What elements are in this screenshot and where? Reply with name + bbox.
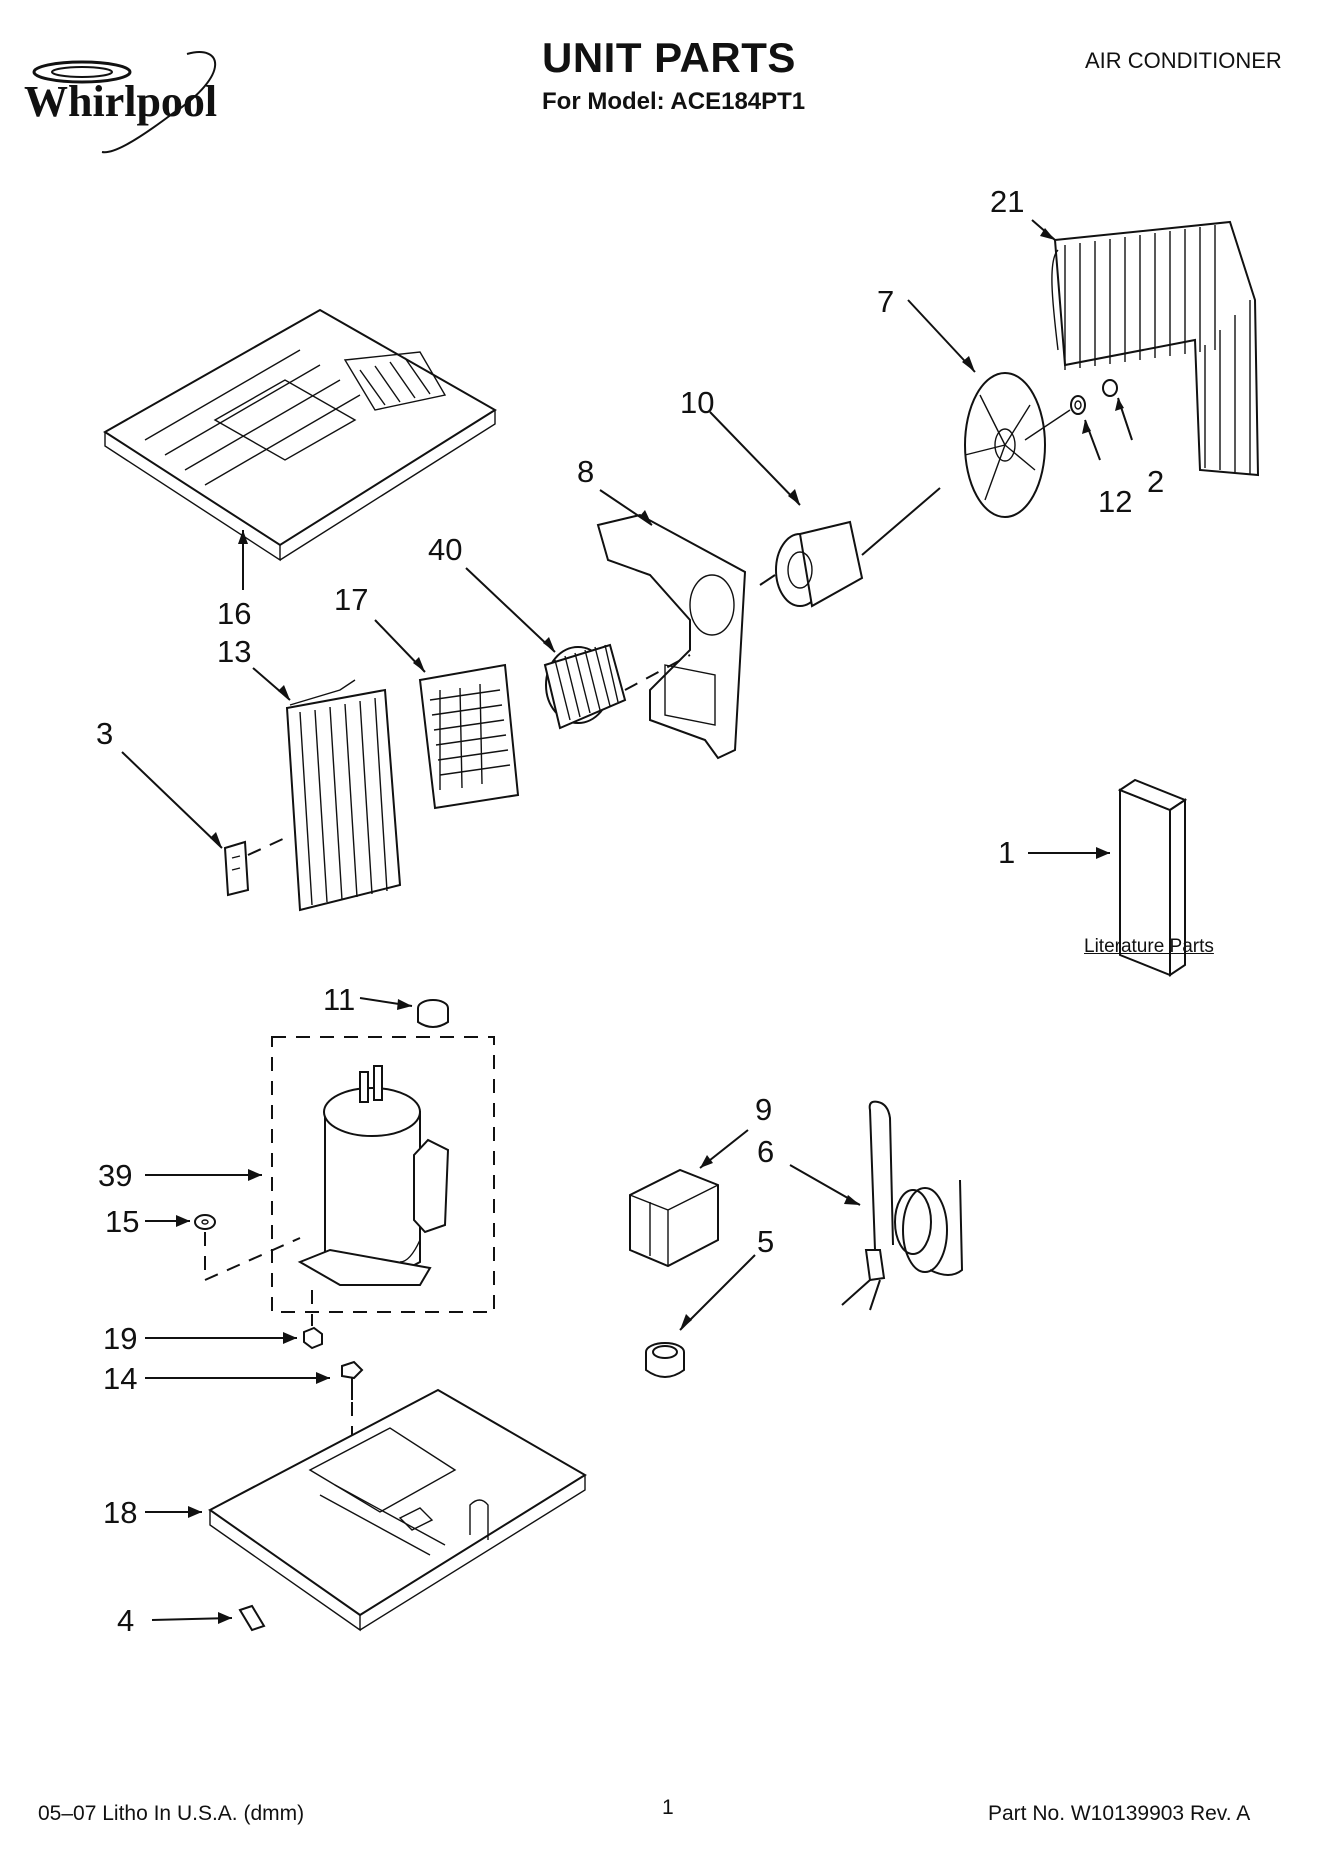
callout-6: 6 [757,1134,774,1169]
footer-print-info: 05–07 Litho In U.S.A. (dmm) [38,1802,305,1825]
leader-lines [121,219,1133,1624]
part-15-grommet[interactable] [194,1214,216,1230]
part-39-compressor[interactable] [297,1065,450,1286]
part-4-clip[interactable] [238,1604,266,1632]
part-2-nut[interactable] [1102,379,1118,397]
literature-parts-label: Literature Parts [1084,936,1214,957]
part-19-nut[interactable] [303,1326,323,1350]
part-8-blower-bracket[interactable] [596,513,747,760]
callout-2: 2 [1147,464,1164,499]
callout-18: 18 [103,1495,137,1530]
part-12-washer[interactable] [1070,395,1086,415]
whirlpool-logo: Whirlpool [24,51,217,154]
part-18-base-pan[interactable] [208,1388,587,1632]
part-11-cap[interactable] [417,999,449,1028]
callout-19: 19 [103,1321,137,1356]
page-number: 1 [662,1796,674,1819]
part-13-evaporator-coil[interactable] [285,679,402,912]
callout-15: 15 [105,1204,139,1239]
callout-13: 13 [217,634,251,669]
part-3-clip[interactable] [223,840,250,897]
callout-40: 40 [428,532,462,567]
callout-10: 10 [680,385,714,420]
callout-21: 21 [990,184,1024,219]
category-label: AIR CONDITIONER [1085,48,1282,73]
callout-14: 14 [103,1361,137,1396]
part-14-bolt[interactable] [341,1360,364,1400]
callout-5: 5 [757,1224,774,1259]
part-5-plug[interactable] [645,1342,685,1378]
part-40-blower-wheel[interactable] [543,643,627,730]
callout-39: 39 [98,1158,132,1193]
part-16-top-cover[interactable] [103,308,497,562]
part-10-fan-motor[interactable] [759,487,941,608]
part-6-thermistor[interactable] [841,1100,964,1311]
part-number: Part No. W10139903 Rev. A [988,1802,1251,1825]
callout-11: 11 [323,982,355,1017]
callout-16: 16 [217,596,251,631]
page-title: UNIT PARTS [542,34,796,81]
callout-17: 17 [334,582,368,617]
part-21-condenser-coil[interactable] [1051,220,1260,477]
compressor-assembly-outline [271,1036,495,1313]
callout-9: 9 [755,1092,772,1127]
callout-7: 7 [877,284,894,319]
part-17-evaporator-plate[interactable] [418,663,520,810]
callout-3: 3 [96,716,113,751]
model-subtitle: For Model: ACE184PT1 [542,88,806,115]
callout-1: 1 [998,835,1015,870]
svg-text:Whirlpool: Whirlpool [24,77,217,126]
callout-12: 12 [1098,484,1132,519]
part-7-condenser-fan[interactable] [964,372,1046,518]
part-1-literature[interactable] [1117,778,1188,977]
callout-8: 8 [577,454,594,489]
callout-4: 4 [117,1603,134,1638]
part-9-box[interactable] [629,1168,719,1268]
